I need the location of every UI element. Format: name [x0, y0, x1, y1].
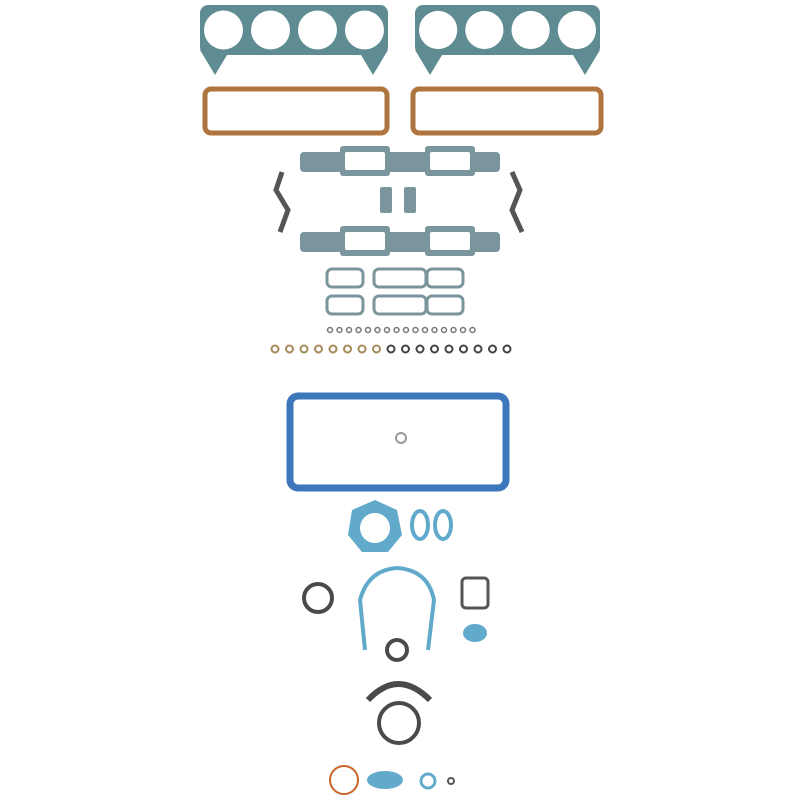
oil-pan-gasket — [286, 392, 510, 492]
head-gasket — [415, 5, 600, 75]
valve-cover-gasket-left — [202, 86, 390, 136]
valve-seal — [402, 326, 410, 334]
valve-seal — [372, 344, 381, 354]
valve-seal — [459, 344, 468, 354]
valve-seal — [336, 326, 343, 334]
valve-seal — [345, 326, 353, 334]
valve-seal — [415, 344, 425, 354]
exhaust-gasket — [372, 294, 428, 316]
valve-seal — [270, 344, 280, 354]
valve-seal — [431, 326, 438, 334]
valve-seal — [383, 326, 391, 334]
valve-seal — [450, 326, 457, 334]
valve-seal — [393, 326, 400, 334]
port-gasket — [404, 187, 416, 213]
valve-seal — [355, 326, 362, 334]
valve-seal — [469, 326, 476, 334]
end-seal-left — [273, 171, 291, 233]
small-seal — [447, 777, 455, 785]
valve-seal — [430, 344, 439, 354]
valve-seal — [357, 344, 367, 354]
valve-seal — [502, 344, 512, 354]
valve-seal — [386, 344, 396, 354]
head-gasket — [200, 5, 388, 75]
valve-seal — [459, 326, 467, 334]
valve-seal — [326, 326, 334, 334]
exhaust-gasket — [372, 267, 428, 289]
fuel-pump-plate — [463, 624, 487, 642]
exhaust-gasket — [425, 294, 465, 316]
valve-seal — [440, 326, 448, 334]
crank-seal — [385, 638, 409, 662]
valve-seal — [374, 326, 381, 334]
valve-seal — [364, 326, 372, 334]
exhaust-gasket — [325, 267, 365, 289]
rear-main-seal — [365, 681, 433, 703]
valve-seal — [412, 326, 419, 334]
o-ring-orange — [329, 765, 359, 795]
timing-cover-gasket — [357, 565, 437, 651]
valve-seal — [444, 344, 454, 354]
exhaust-gasket — [425, 267, 465, 289]
valve-cover-gasket-right — [410, 86, 604, 136]
port-gasket — [380, 187, 392, 213]
thermostat-gasket — [410, 509, 430, 541]
valve-seal — [314, 344, 323, 354]
front-seal — [302, 582, 334, 614]
valve-seal — [299, 344, 309, 354]
valve-seal — [473, 344, 483, 354]
outlet-gasket — [367, 771, 403, 789]
valve-seal — [285, 344, 294, 354]
rear-seal-ring — [377, 701, 421, 745]
valve-seal — [421, 326, 429, 334]
valve-seal — [328, 344, 338, 354]
o-ring — [395, 432, 407, 444]
small-seal — [419, 772, 437, 790]
fuel-pump-gasket — [460, 576, 490, 610]
valve-seal — [343, 344, 352, 354]
valve-seal — [488, 344, 497, 354]
end-seal-right — [509, 170, 525, 234]
thermostat-gasket — [433, 509, 453, 541]
valve-seal — [401, 344, 410, 354]
exhaust-gasket — [325, 294, 365, 316]
